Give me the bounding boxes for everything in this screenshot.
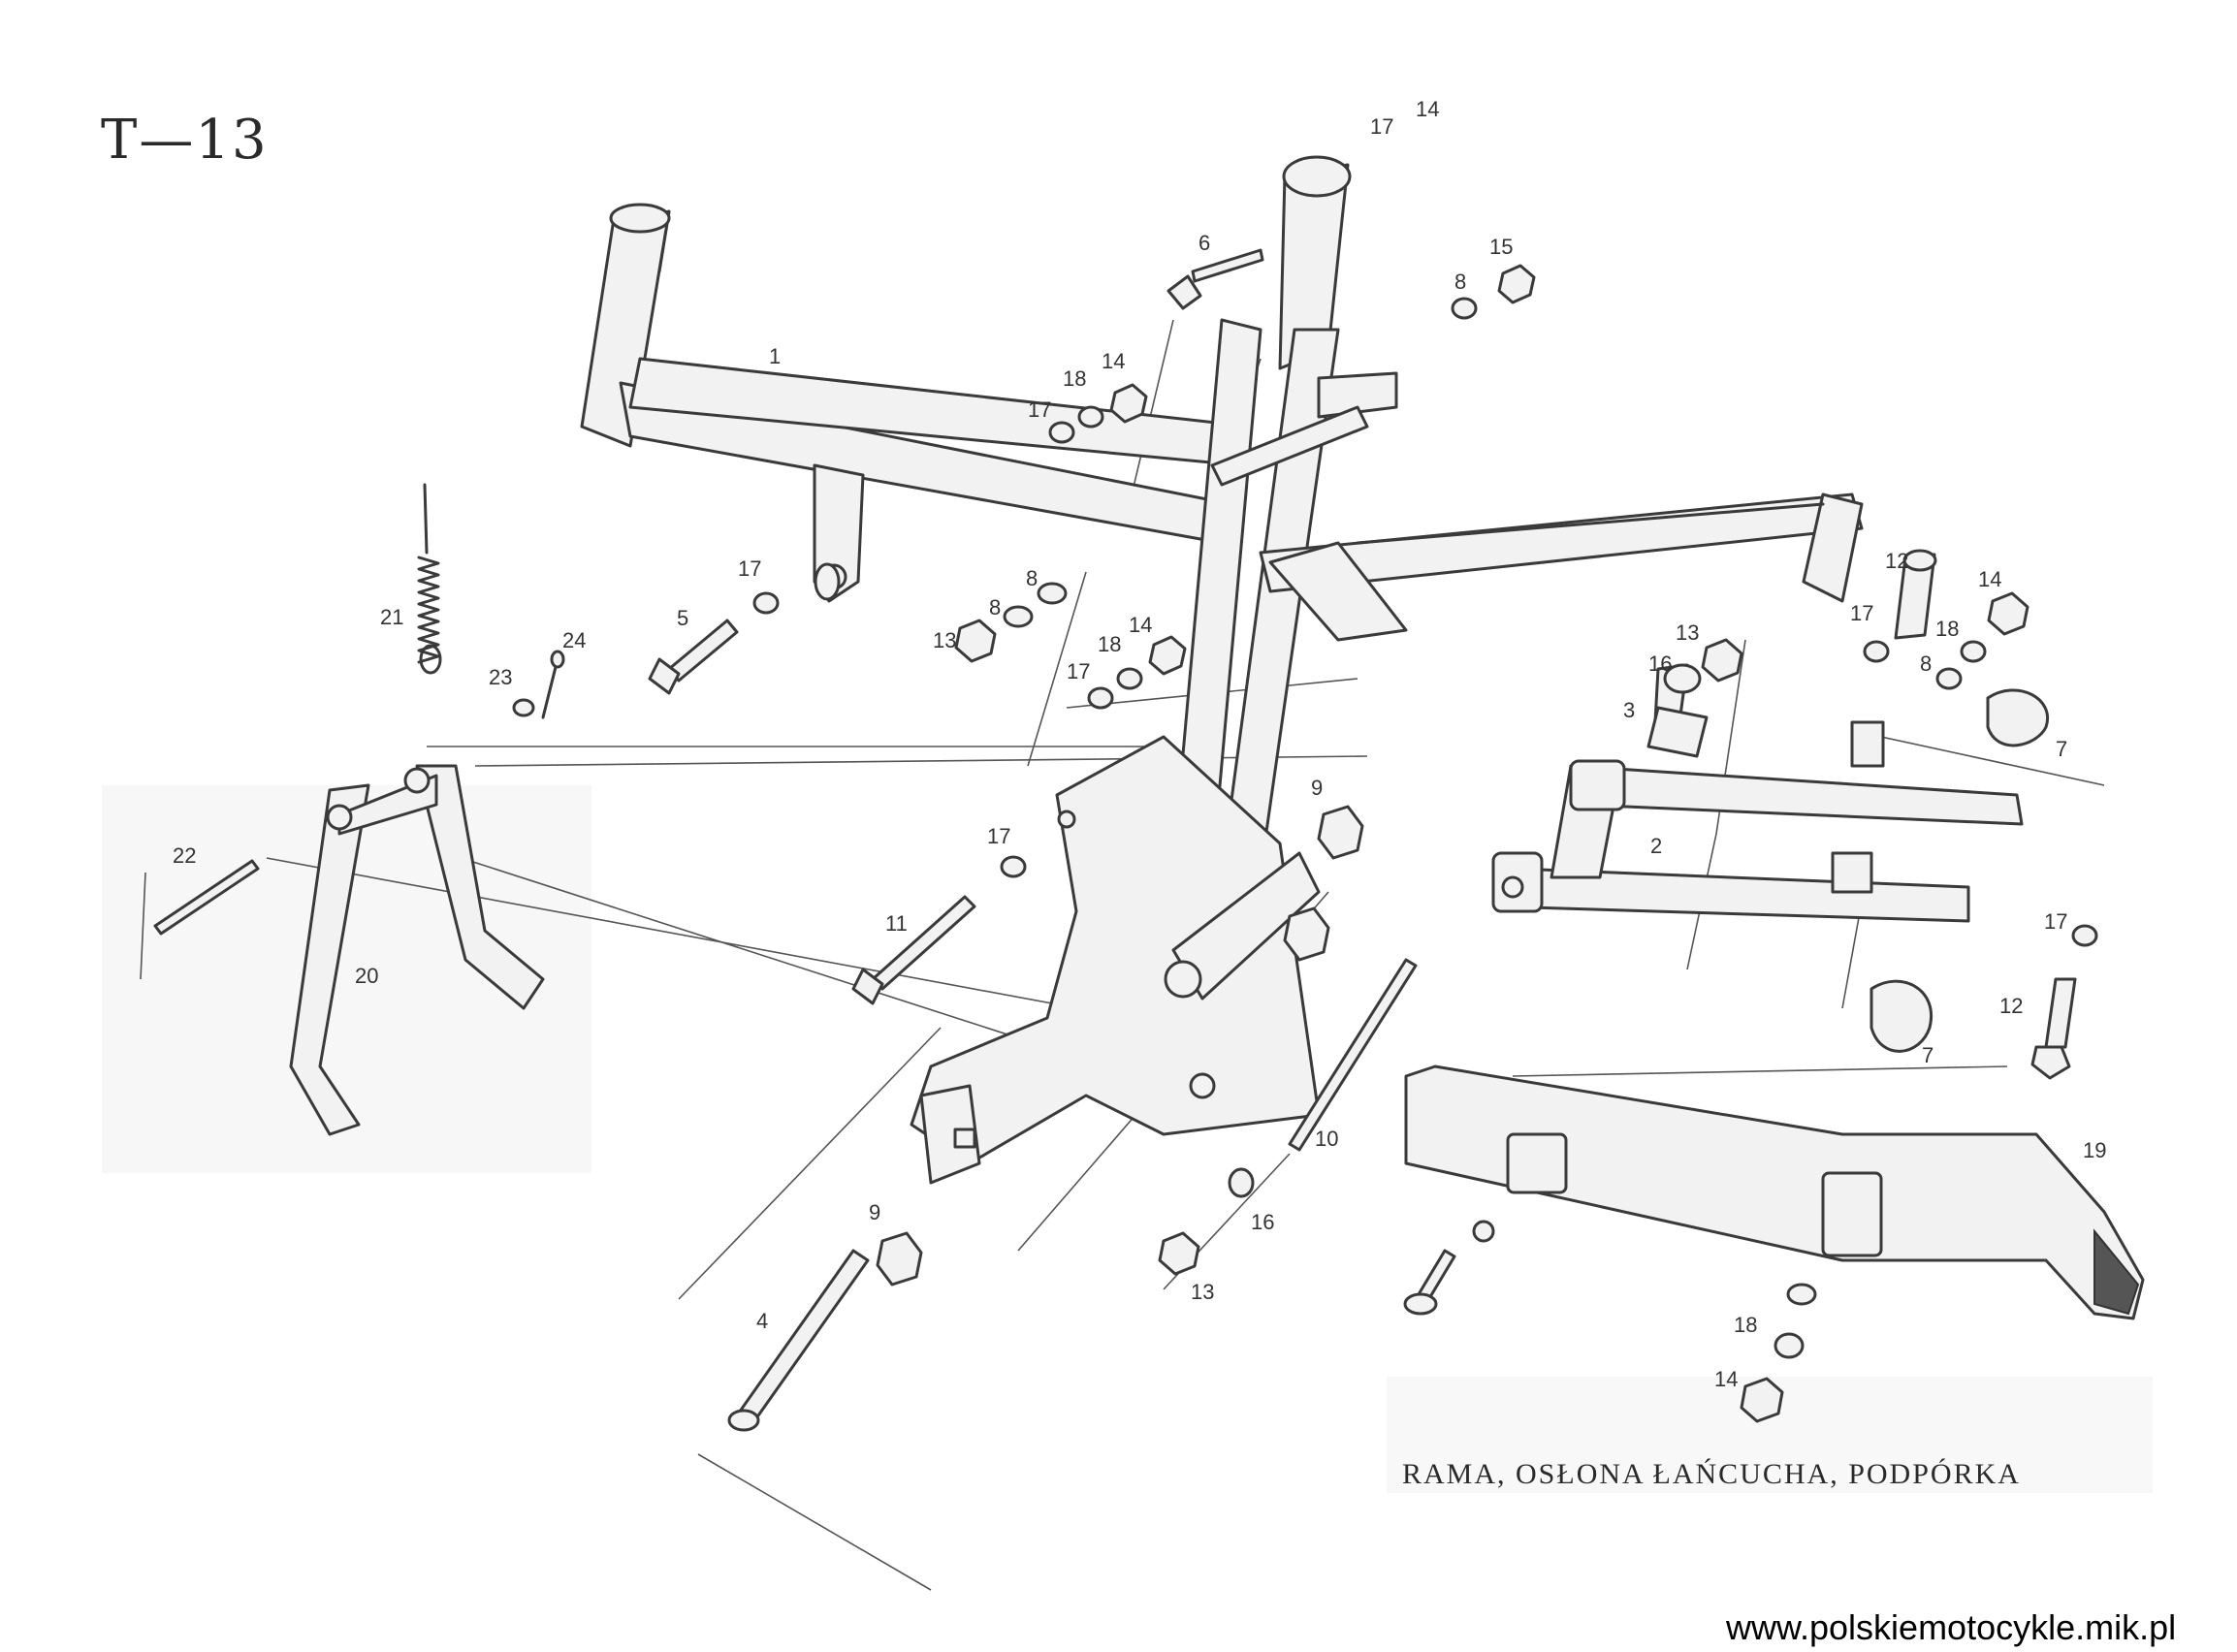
callout-16b: 16 — [1251, 1210, 1274, 1234]
callout-8b: 8 — [989, 595, 1001, 620]
callout-17f: 17 — [1850, 601, 1873, 625]
callout-21: 21 — [380, 605, 403, 629]
callout-18a: 18 — [1063, 366, 1086, 391]
callout-labels: 1 2 3 4 5 6 7 7 8 8 8 8 9 9 10 11 12 12 … — [173, 97, 2106, 1391]
callout-14e: 14 — [1714, 1367, 1738, 1391]
callout-16a: 16 — [1648, 651, 1672, 676]
callout-6: 6 — [1198, 231, 1210, 255]
callout-17e: 17 — [987, 824, 1010, 848]
callout-17d: 17 — [1067, 659, 1090, 683]
callout-18c: 18 — [1935, 617, 1959, 641]
callout-17b: 17 — [1028, 397, 1051, 422]
callout-10: 10 — [1315, 1127, 1338, 1151]
callout-17a: 17 — [1370, 114, 1393, 139]
callout-23: 23 — [489, 665, 512, 689]
callout-2: 2 — [1650, 834, 1662, 858]
callout-8c: 8 — [1026, 566, 1038, 590]
diagram-caption: RAMA, OSŁONA ŁAŃCUCHA, PODPÓRKA — [1402, 1458, 2021, 1490]
callout-13a: 13 — [933, 628, 956, 652]
callout-19: 19 — [2083, 1138, 2106, 1162]
chain-guard — [1404, 1064, 2145, 1320]
callout-15: 15 — [1489, 235, 1513, 259]
callout-5: 5 — [677, 606, 688, 630]
callout-14d: 14 — [1978, 567, 2001, 591]
callout-14b: 14 — [1102, 349, 1125, 373]
fasteners — [140, 248, 2098, 1432]
callout-13b: 13 — [1676, 620, 1699, 645]
callout-7a: 7 — [2056, 737, 2067, 761]
callout-8d: 8 — [1920, 651, 1932, 676]
callout-12b: 12 — [1999, 994, 2023, 1018]
callout-9a: 9 — [1311, 776, 1323, 800]
callout-17c: 17 — [738, 556, 761, 581]
callout-22: 22 — [173, 843, 196, 868]
callout-14c: 14 — [1129, 613, 1152, 637]
page-title: T—13 — [101, 109, 269, 172]
callout-1: 1 — [769, 344, 781, 368]
callout-7b: 7 — [1922, 1043, 1933, 1067]
callout-24: 24 — [562, 628, 586, 652]
swing-arm — [1491, 720, 2024, 923]
spring — [417, 483, 442, 675]
frame-main — [580, 155, 1864, 1185]
callout-18b: 18 — [1098, 632, 1121, 656]
callout-14a: 14 — [1416, 97, 1439, 121]
website-link[interactable]: www.polskiemotocykle.mik.pl — [1726, 1607, 2177, 1647]
callout-4: 4 — [756, 1309, 768, 1333]
callout-12a: 12 — [1885, 549, 1908, 573]
callout-13c: 13 — [1191, 1280, 1214, 1304]
callout-20: 20 — [355, 964, 378, 988]
callout-11: 11 — [885, 911, 908, 936]
center-stand — [289, 764, 545, 1136]
callout-8a: 8 — [1454, 270, 1466, 294]
callout-3: 3 — [1623, 698, 1635, 722]
callout-9b: 9 — [869, 1200, 880, 1224]
callout-18d: 18 — [1734, 1313, 1757, 1337]
callout-17g: 17 — [2044, 909, 2067, 934]
